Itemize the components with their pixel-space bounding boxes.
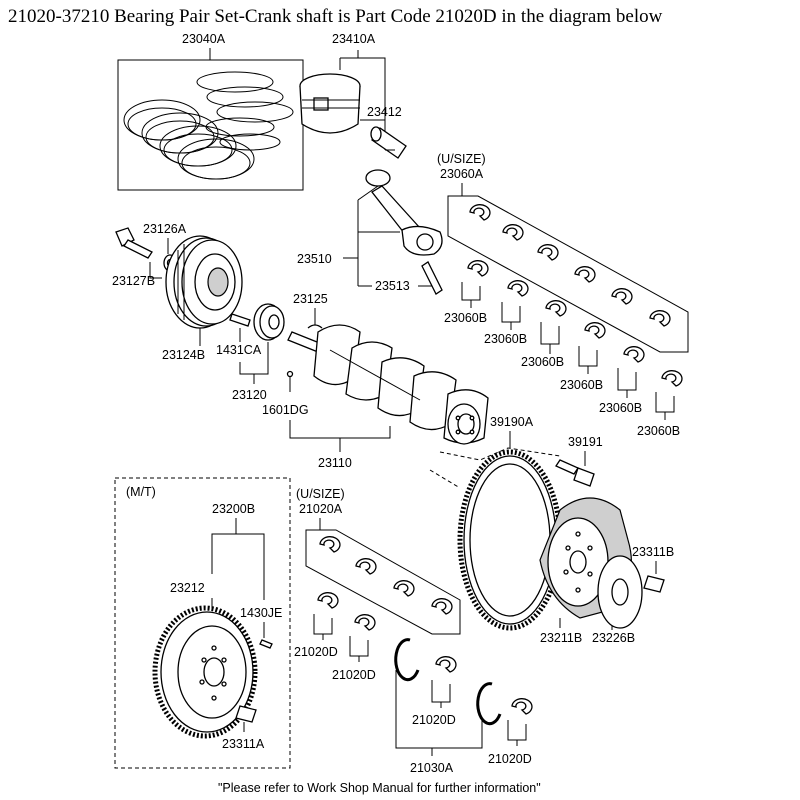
piston-rings-illustration <box>123 71 294 180</box>
label-23510: 23510 <box>297 252 332 266</box>
label-23126A: 23126A <box>143 222 187 236</box>
label-23410A: 23410A <box>332 32 376 46</box>
label-usize-lower: (U/SIZE) <box>296 487 345 501</box>
bolt-39191-icon <box>555 459 595 487</box>
bolt-23311A-icon <box>235 705 257 723</box>
crankshaft-icon <box>287 324 489 445</box>
bolt-icon <box>115 227 153 259</box>
thrust-washers-icon <box>394 638 502 726</box>
label-21020D-2: 21020D <box>332 668 376 682</box>
label-23311A: 23311A <box>222 737 265 751</box>
label-1430JE: 1430JE <box>240 606 282 620</box>
main-bearings-frame <box>305 529 461 635</box>
label-23212: 23212 <box>170 581 205 595</box>
label-23060B-1: 23060B <box>444 311 487 325</box>
label-23127B: 23127B <box>112 274 155 288</box>
key-icon <box>307 324 323 329</box>
piston-group: 23410A 23412 <box>299 32 407 159</box>
label-23125: 23125 <box>293 292 328 306</box>
piston-rings-group: 23040A <box>117 32 304 191</box>
label-23412: 23412 <box>367 105 402 119</box>
label-23060A: 23060A <box>440 167 484 181</box>
ring-gear-icon <box>457 449 563 631</box>
drive-plate-group: 39190A 39191 23311B <box>429 415 674 645</box>
label-23060B-4: 23060B <box>560 378 603 392</box>
label-21020D-3: 21020D <box>412 713 456 727</box>
flywheel-icon <box>152 605 258 739</box>
label-23226B: 23226B <box>592 631 635 645</box>
label-23060B-2: 23060B <box>484 332 527 346</box>
label-39191: 39191 <box>568 435 603 449</box>
mt-frame <box>114 477 291 769</box>
label-1601DG: 1601DG <box>262 403 309 417</box>
main-bearing-shells-21020A <box>319 536 453 615</box>
label-21030A: 21030A <box>410 761 454 775</box>
pin-icon <box>229 313 251 327</box>
crank-pulley-icon <box>165 235 243 329</box>
label-23040A: 23040A <box>182 32 226 46</box>
footer-note: "Please refer to Work Shop Manual for fu… <box>218 781 541 795</box>
label-mt: (M/T) <box>126 485 156 499</box>
upper-bearings-group: (U/SIZE) 23060A 23060B <box>437 152 689 438</box>
bolt-23311B-icon <box>643 575 665 593</box>
label-39190A: 39190A <box>490 415 534 429</box>
piston-pin-icon <box>370 126 407 159</box>
bearing-shells-21020D <box>317 592 533 715</box>
connecting-rod-group: 23510 23513 <box>297 169 443 295</box>
label-21020D-4: 21020D <box>488 752 532 766</box>
label-23060B-6: 23060B <box>637 424 680 438</box>
main-bearings-group: (U/SIZE) 21020A 21020D 21020D 21020D 210… <box>294 487 533 775</box>
label-21020D-1: 21020D <box>294 645 338 659</box>
label-23120: 23120 <box>232 388 267 402</box>
piston-icon <box>299 73 361 134</box>
timing-sprocket-icon <box>253 303 285 341</box>
adapter-plate-icon <box>597 555 643 629</box>
drive-plate-icon <box>539 497 632 619</box>
upper-bearings-frame <box>447 195 689 353</box>
label-usize-upper: (U/SIZE) <box>437 152 486 166</box>
manual-transmission-group: (M/T) 23200B 23212 1430JE 23311A <box>114 477 291 769</box>
dowel-pin-icon <box>259 639 273 649</box>
piston-rings-frame <box>117 59 304 191</box>
label-23311B: 23311B <box>632 545 674 559</box>
label-23124B: 23124B <box>162 348 205 362</box>
label-21020A: 21020A <box>299 502 343 516</box>
crankshaft-group: 1601DG 23110 <box>262 324 489 470</box>
label-23110: 23110 <box>318 456 352 470</box>
label-23513: 23513 <box>375 279 410 293</box>
upper-bearing-shells <box>469 204 671 327</box>
lower-bearing-shells-23060B <box>467 260 683 387</box>
pulley-group: 23126A 23127B 23124B <box>112 222 243 362</box>
label-23060B-3: 23060B <box>521 355 564 369</box>
connecting-rod-icon <box>365 169 443 295</box>
diagram-header: 21020-37210 Bearing Pair Set-Crank shaft… <box>8 6 663 27</box>
sprocket-group: 23125 1431CA 23120 <box>216 292 328 402</box>
label-23200B: 23200B <box>212 502 255 516</box>
label-23060B-5: 23060B <box>599 401 642 415</box>
label-1431CA: 1431CA <box>216 343 262 357</box>
label-23211B: 23211B <box>540 631 582 645</box>
